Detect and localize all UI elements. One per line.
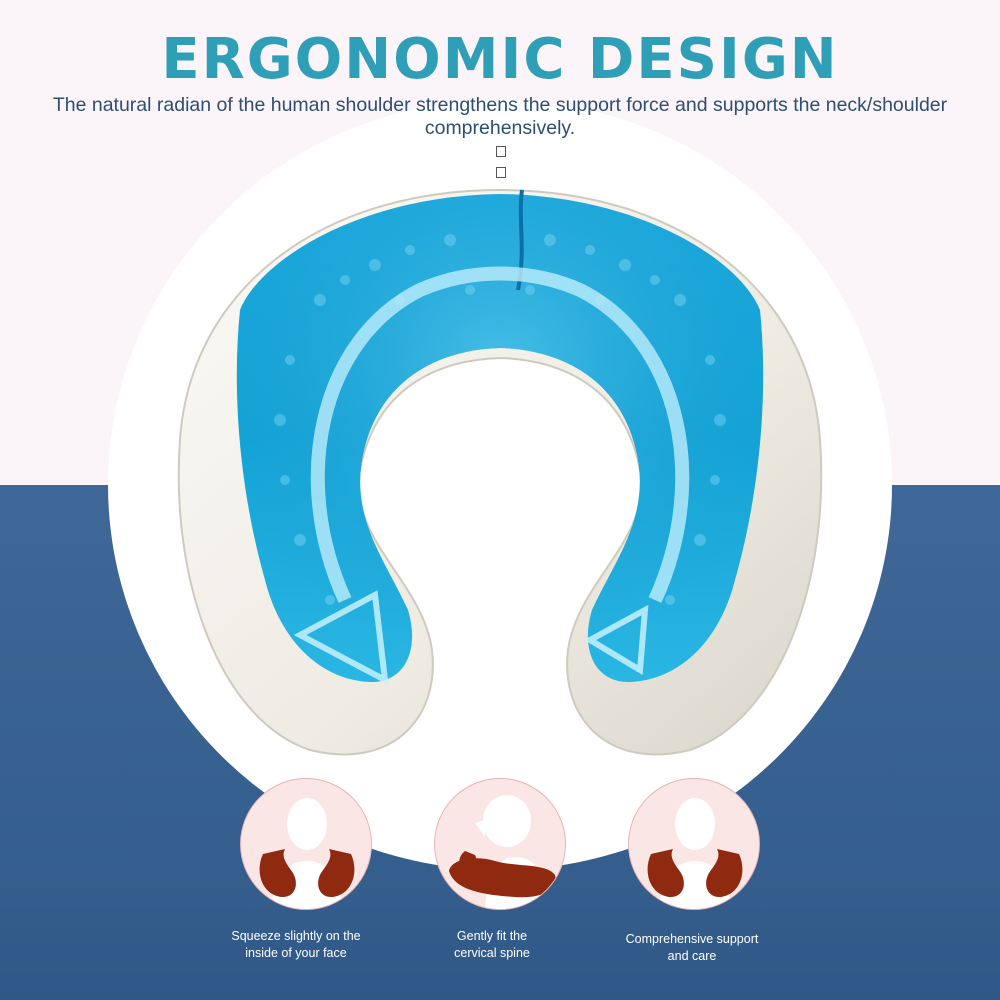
step-support-label: Comprehensive support and care <box>625 932 759 963</box>
step-cervical-circle <box>434 778 566 910</box>
head-front-pillow-icon <box>647 798 743 909</box>
step-support-circle <box>628 778 760 910</box>
missing-glyph-icon <box>496 146 506 157</box>
head-side-pillow-icon <box>449 795 556 909</box>
step-squeeze-circle <box>240 778 372 910</box>
gel-neck-pillow-image <box>177 188 823 756</box>
step-squeeze-label: Squeeze slightly on the inside of your f… <box>231 929 361 960</box>
page-subtitle: The natural radian of the human shoulder… <box>52 94 948 139</box>
step-cervical-label: Gently fit the cervical spine <box>454 929 530 960</box>
page-title: ERGONOMIC DESIGN <box>161 27 839 92</box>
head-front-pillow-icon <box>259 798 355 909</box>
missing-glyph-icon <box>496 167 506 178</box>
